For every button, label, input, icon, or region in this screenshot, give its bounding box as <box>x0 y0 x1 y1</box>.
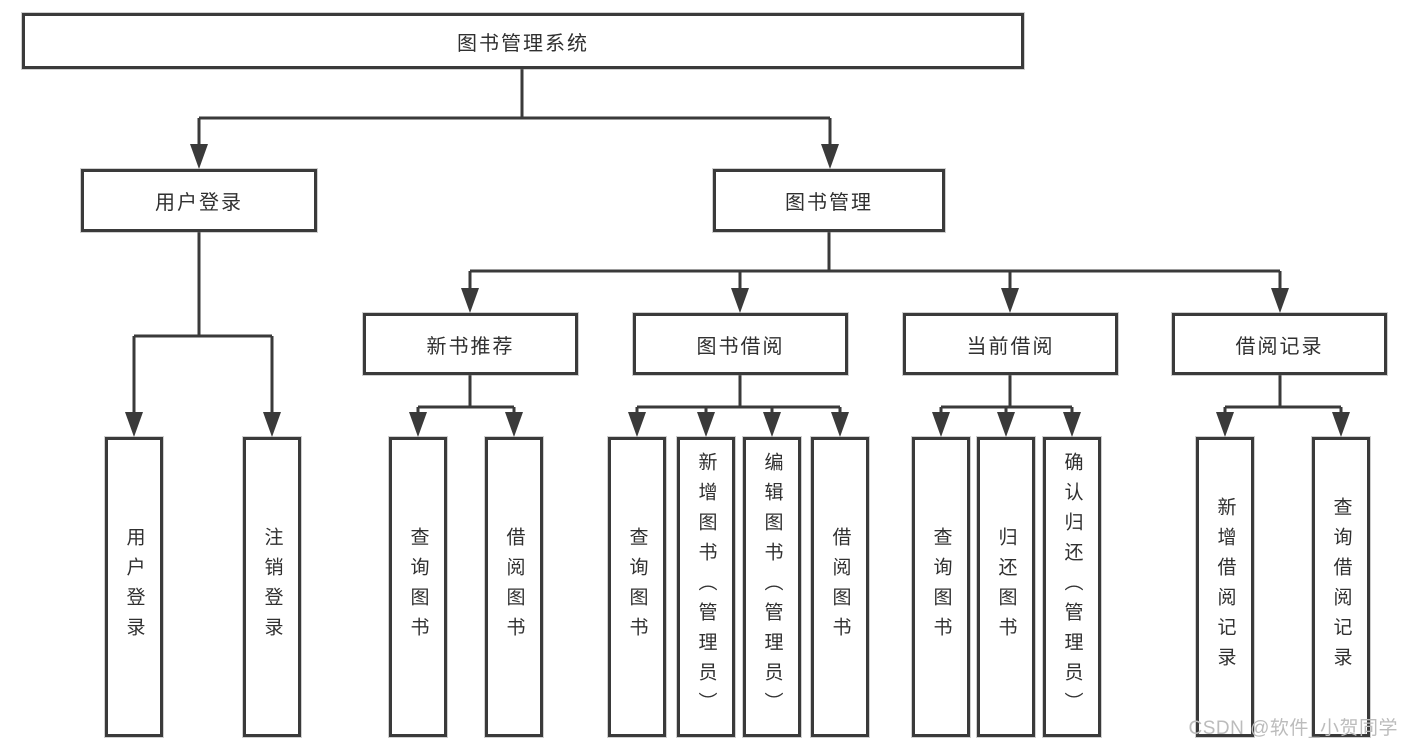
arrow-down-icon <box>125 412 143 437</box>
connector-borrowing-records-children <box>1216 375 1350 437</box>
arrow-down-icon <box>697 412 715 437</box>
node-book-management: 图书管理 <box>713 169 945 232</box>
leaf-add-books-admin: 新增图书（管理员） <box>677 437 735 737</box>
node-label: 图书管理系统 <box>457 32 589 55</box>
node-label: 新书推荐 <box>426 335 515 358</box>
leaf-confirm-return-admin: 确认归还（管理员） <box>1043 437 1101 737</box>
arrow-down-icon <box>263 412 281 437</box>
leaf-label: 新增借阅记录 <box>1214 497 1236 677</box>
arrow-down-icon <box>821 144 839 169</box>
node-label: 用户登录 <box>155 192 243 214</box>
arrow-down-icon <box>1001 288 1019 313</box>
node-label: 图书借阅 <box>696 335 785 358</box>
arrow-down-icon <box>1332 412 1350 437</box>
leaf-return-books: 归还图书 <box>977 437 1035 737</box>
arrow-down-icon <box>190 144 208 169</box>
leaf-add-borrow-record: 新增借阅记录 <box>1196 437 1254 737</box>
leaf-label: 用户登录 <box>123 527 145 647</box>
leaf-label: 编辑图书（管理员） <box>761 452 783 722</box>
leaf-label: 注销登录 <box>261 527 283 647</box>
connector-user-login-children <box>125 232 281 437</box>
node-library-system: 图书管理系统 <box>22 13 1024 69</box>
leaf-label: 归还图书 <box>995 527 1017 647</box>
arrow-down-icon <box>505 412 523 437</box>
leaf-label: 查询图书 <box>626 527 648 647</box>
leaf-borrow-books-borrowing: 借阅图书 <box>811 437 869 737</box>
node-borrowing-records: 借阅记录 <box>1172 313 1387 375</box>
node-label: 当前借阅 <box>966 335 1055 358</box>
leaf-logout: 注销登录 <box>243 437 301 737</box>
arrow-down-icon <box>628 412 646 437</box>
arrow-down-icon <box>409 412 427 437</box>
leaf-label: 确认归还（管理员） <box>1061 452 1083 722</box>
node-user-login: 用户登录 <box>81 169 317 232</box>
node-label: 借阅记录 <box>1235 335 1324 358</box>
leaf-query-books-borrowing: 查询图书 <box>608 437 666 737</box>
leaf-label: 新增图书（管理员） <box>695 452 717 722</box>
leaf-query-books-recommend: 查询图书 <box>389 437 447 737</box>
leaf-label: 查询图书 <box>407 527 429 647</box>
watermark: CSDN @软件_小贺同学 <box>1188 718 1398 739</box>
node-label: 图书管理 <box>785 192 873 214</box>
leaf-edit-books-admin: 编辑图书（管理员） <box>743 437 801 737</box>
connector-current-borrowing-children <box>932 375 1081 437</box>
connector-book-management-children <box>461 232 1289 313</box>
leaf-label: 借阅图书 <box>503 527 525 647</box>
arrow-down-icon <box>1271 288 1289 313</box>
leaf-query-books-current: 查询图书 <box>912 437 970 737</box>
leaf-label: 查询图书 <box>930 527 952 647</box>
arrow-down-icon <box>763 412 781 437</box>
leaf-user-login: 用户登录 <box>105 437 163 737</box>
arrow-down-icon <box>831 412 849 437</box>
node-book-borrowing: 图书借阅 <box>633 313 848 375</box>
node-current-borrowing: 当前借阅 <box>903 313 1118 375</box>
leaf-borrow-books-recommend: 借阅图书 <box>485 437 543 737</box>
connector-root-to-level2 <box>190 69 839 169</box>
node-new-book-recommendation: 新书推荐 <box>363 313 578 375</box>
leaf-query-borrow-record: 查询借阅记录 <box>1312 437 1370 737</box>
connector-book-borrowing-children <box>628 375 849 437</box>
leaf-label: 查询借阅记录 <box>1330 497 1352 677</box>
leaf-label: 借阅图书 <box>829 527 851 647</box>
arrow-down-icon <box>932 412 950 437</box>
arrow-down-icon <box>1216 412 1234 437</box>
arrow-down-icon <box>461 288 479 313</box>
connector-new-book-children <box>409 375 523 437</box>
arrow-down-icon <box>731 288 749 313</box>
arrow-down-icon <box>997 412 1015 437</box>
arrow-down-icon <box>1063 412 1081 437</box>
